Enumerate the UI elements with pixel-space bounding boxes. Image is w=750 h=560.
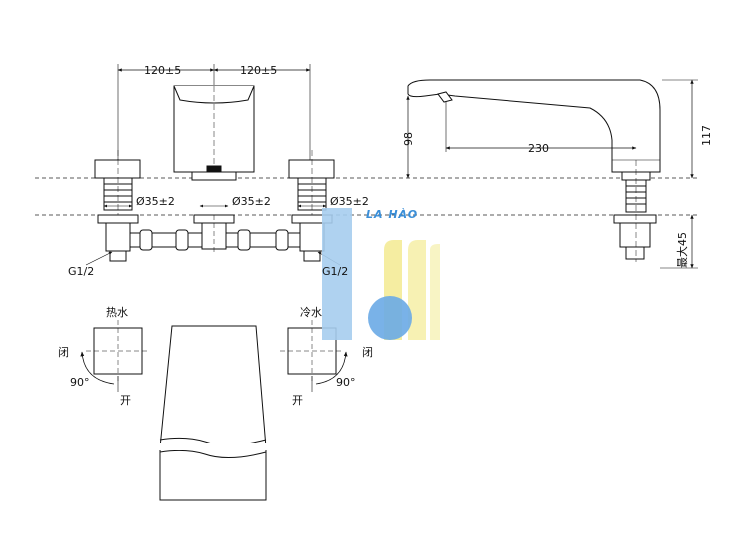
hot-handle-top-view bbox=[80, 320, 150, 392]
dim-right-label: 120±5 bbox=[240, 64, 277, 77]
reach-230-label: 230 bbox=[528, 142, 549, 155]
hot-close-label: 闭 bbox=[58, 346, 69, 359]
front-view bbox=[85, 64, 341, 266]
handle-labels: 热水 冷水 闭 90° 开 闭 90° 开 bbox=[58, 306, 373, 407]
side-view bbox=[406, 79, 698, 269]
thread-left-label: G1/2 bbox=[68, 265, 94, 278]
hot-water-label: 热水 bbox=[106, 306, 128, 319]
dia-right-label: Ø35±2 bbox=[330, 195, 369, 208]
thread-right-label: G1/2 bbox=[322, 265, 348, 278]
max-45-label: 最大45 bbox=[675, 232, 689, 268]
cold-water-label: 冷水 bbox=[300, 306, 322, 319]
hot-open-label: 开 bbox=[120, 394, 131, 407]
reference-lines bbox=[35, 177, 700, 216]
height-98-label: 98 bbox=[402, 132, 415, 146]
lahao-logo: LA HÀO bbox=[322, 207, 440, 340]
logo-text: LA HÀO bbox=[366, 207, 418, 221]
spout-top-view bbox=[156, 325, 270, 501]
hot-angle-label: 90° bbox=[70, 376, 90, 389]
cold-close-label: 闭 bbox=[362, 346, 373, 359]
dim-left-label: 120±5 bbox=[144, 64, 181, 77]
cold-angle-label: 90° bbox=[336, 376, 356, 389]
height-117-label: 117 bbox=[700, 125, 713, 146]
dimension-labels: 120±5 120±5 Ø35±2 Ø35±2 Ø35±2 G1/2 G1/2 … bbox=[68, 64, 713, 278]
dia-left-label: Ø35±2 bbox=[136, 195, 175, 208]
dia-center-label: Ø35±2 bbox=[232, 195, 271, 208]
cold-open-label: 开 bbox=[292, 394, 303, 407]
